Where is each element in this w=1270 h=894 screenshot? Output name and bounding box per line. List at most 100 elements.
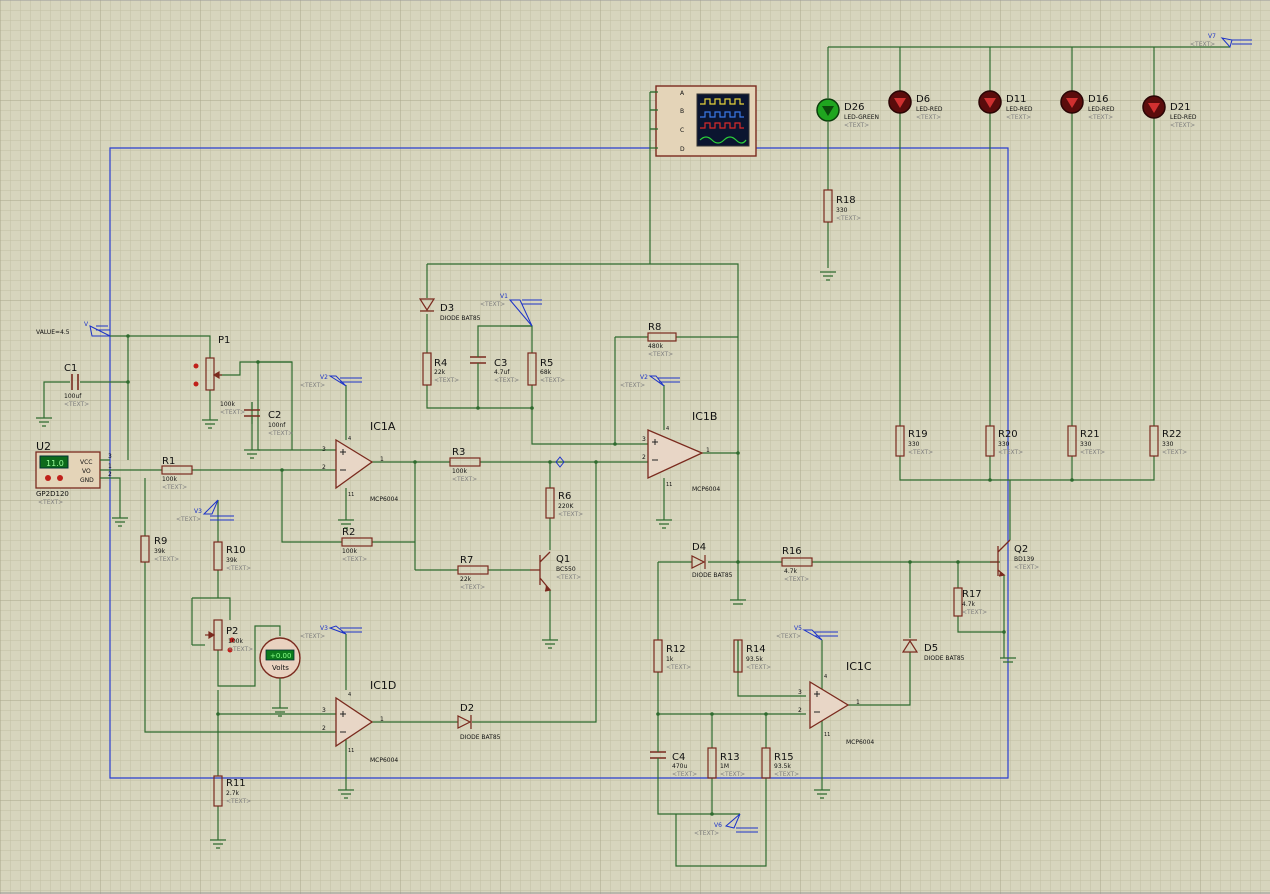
r17-text: <TEXT> xyxy=(962,609,987,616)
probe-marker xyxy=(555,456,565,468)
led-symbols[interactable] xyxy=(816,90,1166,122)
ground-symbols xyxy=(36,271,1016,849)
r8-text: <TEXT> xyxy=(648,351,673,358)
r4-value: 22k xyxy=(434,369,446,376)
ic1b-pin-minus: 2 xyxy=(642,454,646,461)
ic1d-pin-v: 4 xyxy=(348,692,351,698)
r8-value: 480k xyxy=(648,343,663,350)
r8-ref: R8 xyxy=(648,322,661,333)
q1-ref: Q1 xyxy=(556,554,570,565)
voltmeter-unit: Volts xyxy=(272,664,289,672)
p1-ref: P1 xyxy=(218,335,230,346)
d2-ref: D2 xyxy=(460,703,474,714)
ic1b-pin-out: 1 xyxy=(706,447,710,454)
d26-value: LED-GREEN xyxy=(844,114,879,121)
q2-value: BD139 xyxy=(1014,556,1034,563)
r5-value: 68k xyxy=(540,369,552,376)
d5-value: DIODE BAT85 xyxy=(924,655,965,662)
r3-ref: R3 xyxy=(452,447,465,458)
r2-ref: R2 xyxy=(342,527,355,538)
u2-pin-vo: VO xyxy=(82,468,91,475)
diode-symbols[interactable] xyxy=(418,298,919,729)
u2-n1: 1 xyxy=(108,463,112,470)
q1-value: BC550 xyxy=(556,566,576,573)
r4-text: <TEXT> xyxy=(434,377,459,384)
ic1c-pin-plus: 3 xyxy=(798,689,802,696)
d26-text: <TEXT> xyxy=(844,122,869,129)
ic1d-ref: IC1D xyxy=(370,679,396,692)
ic1a-pin-out: 1 xyxy=(380,456,384,463)
r5-text: <TEXT> xyxy=(540,377,565,384)
r14-ref: R14 xyxy=(746,644,766,655)
q2-ref: Q2 xyxy=(1014,544,1028,555)
v-term-value: VALUE=4.5 xyxy=(36,329,70,336)
r2-value: 100k xyxy=(342,548,357,555)
ic1b-pin-v: 4 xyxy=(666,426,669,432)
ic1d-pin-plus: 3 xyxy=(322,707,326,714)
u2-sensor[interactable] xyxy=(35,451,110,489)
r11-text: <TEXT> xyxy=(226,798,251,805)
d6-text: <TEXT> xyxy=(916,114,941,121)
u2-text: <TEXT> xyxy=(38,499,63,506)
d11-ref: D11 xyxy=(1006,94,1026,105)
wire-blue-loop[interactable] xyxy=(109,147,1009,779)
r7-text: <TEXT> xyxy=(460,584,485,591)
p1-value: 100k xyxy=(220,401,235,408)
v1-name: V1 xyxy=(500,293,508,300)
r6-text: <TEXT> xyxy=(558,511,583,518)
voltmeter-display: +0.00 xyxy=(270,652,291,660)
ic1c-pin-g: 11 xyxy=(824,732,830,738)
r7-value: 22k xyxy=(460,576,472,583)
r10-value: 39k xyxy=(226,557,238,564)
v2b-text: <TEXT> xyxy=(620,382,645,389)
v3b-name: V3 xyxy=(320,625,328,632)
r17-value: 4.7k xyxy=(962,601,976,608)
r9-ref: R9 xyxy=(154,536,167,547)
ic1b-ref: IC1B xyxy=(692,410,717,423)
d4-ref: D4 xyxy=(692,542,706,553)
d21-value: LED-RED xyxy=(1170,114,1197,121)
d11-text: <TEXT> xyxy=(1006,114,1031,121)
d3-value: DIODE BAT85 xyxy=(440,315,481,322)
labels: U2 VCC VO GND 11.0 GP2D120 <TEXT> 3 1 2 … xyxy=(36,33,1216,837)
d4-value: DIODE BAT85 xyxy=(692,572,733,579)
r13-text: <TEXT> xyxy=(720,771,745,778)
r10-text: <TEXT> xyxy=(226,565,251,572)
u2-pin-gnd: GND xyxy=(80,477,94,484)
r18-text: <TEXT> xyxy=(836,215,861,222)
v3a-text: <TEXT> xyxy=(176,516,201,523)
r21-value: 330 xyxy=(1080,441,1092,448)
terminal-arrows xyxy=(89,37,1252,833)
v3b-text: <TEXT> xyxy=(300,633,325,640)
d16-text: <TEXT> xyxy=(1088,114,1113,121)
ic1a-pin-v: 4 xyxy=(348,436,351,442)
v5-name: V5 xyxy=(794,625,802,632)
ic1d-pin-g: 11 xyxy=(348,748,354,754)
c4-text: <TEXT> xyxy=(672,771,697,778)
ic1d-value: MCP6004 xyxy=(370,757,398,764)
r16-value: 4.7k xyxy=(784,568,798,575)
u2-ref: U2 xyxy=(36,440,51,453)
junctions xyxy=(126,334,1074,816)
d2-value: DIODE BAT85 xyxy=(460,734,501,741)
c1-ref: C1 xyxy=(64,363,77,374)
q1-text: <TEXT> xyxy=(556,574,581,581)
transistor-symbols[interactable] xyxy=(530,539,1011,592)
v3a-name: V3 xyxy=(194,508,202,515)
r22-ref: R22 xyxy=(1162,429,1182,440)
r21-ref: R21 xyxy=(1080,429,1100,440)
ic1b-pin-g: 11 xyxy=(666,482,672,488)
oscilloscope[interactable] xyxy=(650,85,757,157)
voltmeter[interactable] xyxy=(259,637,301,708)
ic1d-pin-out: 1 xyxy=(380,716,384,723)
c1-text: <TEXT> xyxy=(64,401,89,408)
ic1a-ref: IC1A xyxy=(370,420,396,433)
r22-text: <TEXT> xyxy=(1162,449,1187,456)
ic1c-pin-v: 4 xyxy=(824,674,827,680)
r12-text: <TEXT> xyxy=(666,664,691,671)
r6-ref: R6 xyxy=(558,491,571,502)
r2-text: <TEXT> xyxy=(342,556,367,563)
c3-text: <TEXT> xyxy=(494,377,519,384)
